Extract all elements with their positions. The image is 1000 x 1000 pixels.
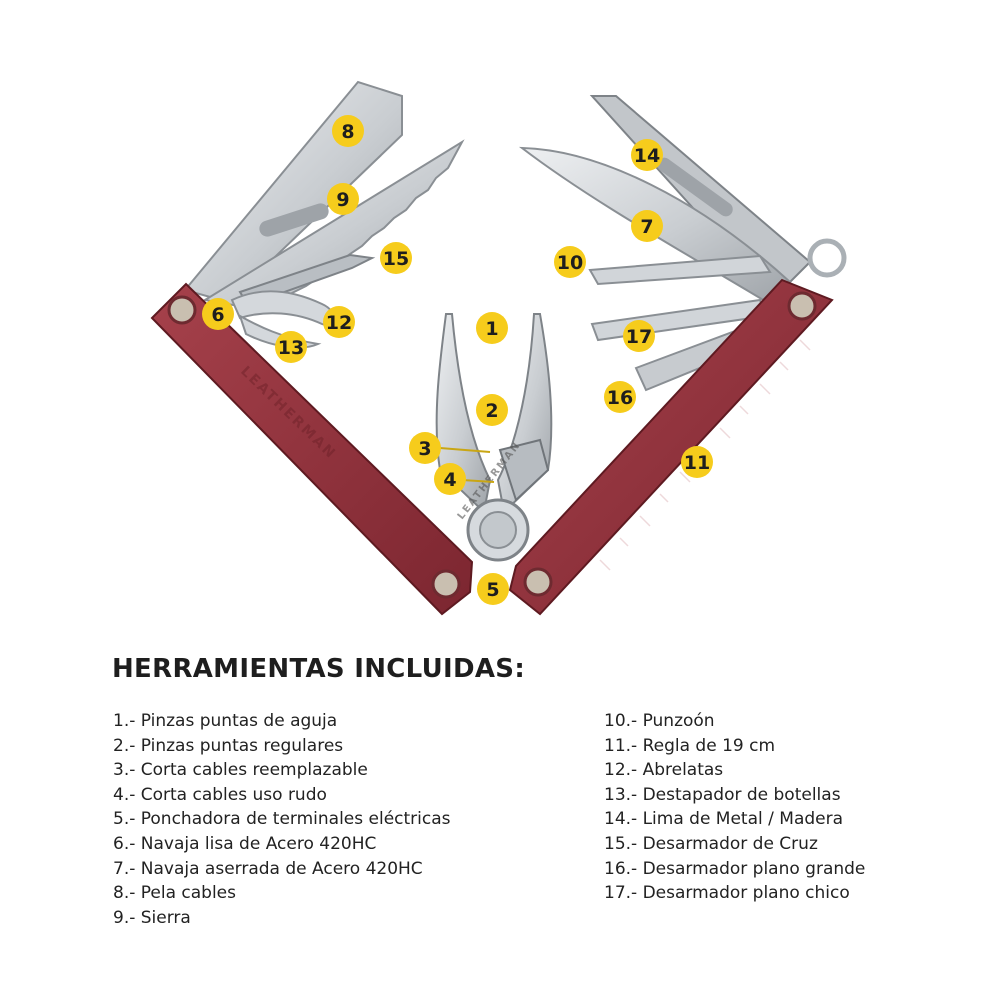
badge-14: 14 (631, 139, 663, 171)
pliers-left-jaw (435, 313, 492, 514)
badge-16: 16 (604, 381, 636, 413)
list-item: 7.- Navaja aserrada de Acero 420HC (113, 858, 423, 879)
badge-17: 17 (623, 320, 655, 352)
badge-15: 15 (380, 242, 412, 274)
badges: 1 2 3 4 5 6 7 8 9 10 11 12 13 14 15 16 1… (202, 115, 713, 605)
list-item: 5.- Ponchadora de terminales eléctricas (113, 809, 451, 830)
badge-8: 8 (332, 115, 364, 147)
badge-10: 10 (554, 246, 586, 278)
badge-9: 9 (327, 183, 359, 215)
svg-text:17: 17 (626, 326, 652, 348)
tool-list-right: 10.- Punzoón 11.- Regla de 19 cm 12.- Ab… (604, 709, 865, 906)
svg-text:7: 7 (640, 216, 653, 238)
multitool-illustration: LEATHERMAN LEATHERMAN (150, 80, 847, 616)
right-handle-pivot-bottom (523, 567, 553, 597)
right-handle-pivot-top (787, 291, 817, 321)
badge-4: 4 (434, 463, 466, 495)
saw-slot (259, 203, 329, 237)
svg-text:1: 1 (485, 318, 498, 340)
awl (588, 254, 772, 286)
list-item: 9.- Sierra (113, 907, 191, 928)
svg-text:6: 6 (211, 304, 224, 326)
badge-3-leader (439, 447, 491, 453)
svg-text:4: 4 (443, 469, 456, 491)
list-item: 6.- Navaja lisa de Acero 420HC (113, 833, 377, 854)
bottle-opener (238, 313, 322, 349)
section-title: HERRAMIENTAS INCLUIDAS: (112, 654, 526, 684)
pliers: LEATHERMAN (435, 313, 553, 562)
badge-2: 2 (476, 394, 508, 426)
lanyard-ring (807, 238, 847, 278)
badge-11: 11 (681, 446, 713, 478)
badge-5: 5 (477, 573, 509, 605)
list-item: 11.- Regla de 19 cm (604, 735, 776, 756)
list-item: 10.- Punzoón (604, 711, 715, 731)
badge-6: 6 (202, 298, 234, 330)
list-item: 1.- Pinzas puntas de aguja (113, 711, 338, 731)
svg-text:2: 2 (485, 400, 498, 422)
badge-13: 13 (275, 331, 307, 363)
file-slot (657, 157, 733, 217)
svg-text:13: 13 (278, 337, 304, 359)
tool-list-left: 1.- Pinzas puntas de aguja 2.- Pinzas pu… (113, 709, 451, 930)
svg-text:5: 5 (486, 579, 499, 601)
wire-cutter-insert (498, 438, 550, 502)
pliers-pivot-center (479, 511, 517, 549)
badge-1: 1 (476, 312, 508, 344)
list-item: 17.- Desarmador plano chico (604, 883, 850, 904)
left-handle-pivot-top (167, 295, 197, 325)
list-item: 12.- Abrelatas (604, 760, 724, 781)
list-item: 4.- Corta cables uso rudo (113, 784, 327, 805)
list-item: 8.- Pela cables (113, 883, 237, 904)
right-handle (508, 278, 834, 616)
ruler-ticks (599, 339, 811, 571)
svg-text:11: 11 (684, 452, 710, 474)
svg-text:10: 10 (557, 252, 583, 274)
list-item: 2.- Pinzas puntas regulares (113, 735, 344, 756)
svg-text:3: 3 (418, 438, 431, 460)
list-item: 15.- Desarmador de Cruz (604, 833, 818, 854)
svg-text:16: 16 (607, 387, 633, 409)
svg-text:9: 9 (336, 189, 349, 211)
left-handle-pivot-bottom (431, 569, 461, 599)
svg-text:14: 14 (634, 145, 660, 167)
right-tools (518, 95, 847, 392)
svg-text:12: 12 (326, 312, 352, 334)
svg-text:8: 8 (341, 121, 354, 143)
list-item: 14.- Lima de Metal / Madera (604, 809, 844, 830)
svg-text:15: 15 (383, 248, 409, 270)
badge-12: 12 (323, 306, 355, 338)
list-item: 13.- Destapador de botellas (604, 784, 841, 805)
list-item: 3.- Corta cables reemplazable (113, 760, 368, 781)
badge-3: 3 (409, 432, 441, 464)
list-item: 16.- Desarmador plano grande (604, 858, 866, 879)
badge-4-leader (461, 479, 495, 483)
badge-7: 7 (631, 210, 663, 242)
